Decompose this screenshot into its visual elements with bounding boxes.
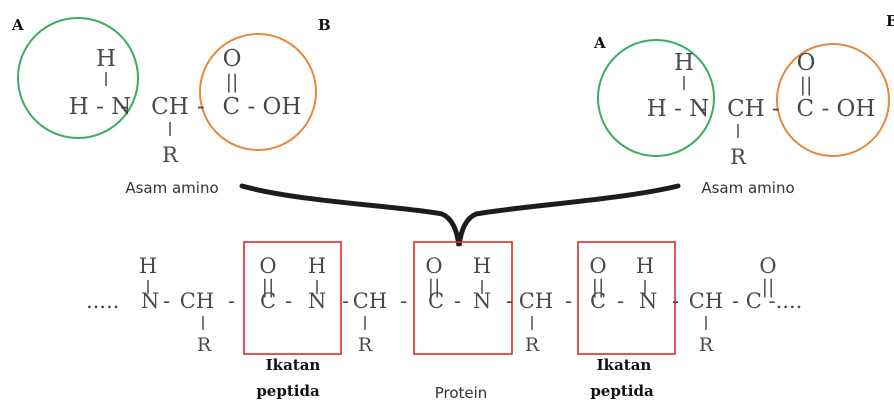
chain-h-4: H: [636, 254, 654, 278]
bond-co-4: ||: [762, 276, 775, 298]
chain-ch-3: CH: [519, 289, 553, 313]
chain-dash: -: [285, 289, 292, 313]
alpha-ch: CH: [727, 96, 765, 122]
dash-ch-c: -: [197, 94, 205, 120]
chain-dash: -: [454, 289, 461, 313]
dash-n-ch: -: [120, 94, 128, 120]
chain-h-2: H: [308, 254, 326, 278]
dash-ch-c: -: [772, 96, 780, 122]
chain-dash: -: [672, 289, 679, 313]
chain-c-3: C: [590, 289, 606, 313]
dash-n-ch: -: [699, 96, 707, 122]
carboxyl-text: C - OH: [223, 94, 302, 120]
chain-o-1: O: [259, 254, 276, 278]
chain-c-1: C: [260, 289, 276, 313]
peptide-bond-box-1: [243, 241, 342, 355]
caption-asam-amino-right: Asam amino: [701, 179, 794, 197]
carbonyl-o: O: [797, 50, 816, 76]
label-a: A: [11, 16, 24, 34]
chain-r-1: R: [197, 334, 212, 356]
bond-co-2: ||: [428, 276, 441, 298]
chain-r-4: R: [699, 334, 714, 356]
bond-co-1: ||: [262, 276, 275, 298]
chain-n-4: N: [639, 289, 657, 313]
chain-dash: -: [163, 289, 170, 313]
caption-asam-amino-left: Asam amino: [125, 179, 218, 197]
caption-protein: Protein: [435, 384, 488, 402]
caption-peptida-2: peptida: [590, 382, 654, 400]
chain-o-3: O: [589, 254, 606, 278]
caption-ikatan-2: Ikatan: [597, 356, 652, 374]
chain-end-dots: - C -....: [732, 289, 802, 313]
chain-c-2: C: [428, 289, 444, 313]
caption-peptida-1: peptida: [256, 382, 320, 400]
chain-o-2: O: [425, 254, 442, 278]
side-chain-r: R: [162, 143, 179, 167]
chain-n-3: N: [473, 289, 491, 313]
bond-c-o-double: ||: [226, 71, 239, 93]
protein-chain: H ..... N - CH - R O || H C - N - CH - R…: [86, 254, 802, 356]
alpha-ch: CH: [151, 94, 189, 120]
carbonyl-o: O: [223, 46, 242, 72]
carboxyl-text: C - OH: [797, 96, 876, 122]
amino-h-top: H: [674, 50, 694, 76]
chain-dash: -: [228, 289, 235, 313]
label-a: A: [593, 34, 606, 52]
peptide-bond-box-3: [577, 241, 676, 355]
chain-dash: -: [565, 289, 572, 313]
amino-acid-right: A B H H - N - CH - O || C - OH R Asam am…: [593, 12, 894, 197]
chain-h-1: H: [139, 254, 157, 278]
chain-ch-1: CH: [180, 289, 214, 313]
chain-dash: -: [617, 289, 624, 313]
chain-r-2: R: [358, 334, 373, 356]
label-b: B: [886, 12, 894, 30]
chain-n-1: N: [141, 289, 159, 313]
peptide-bond-box-2: [413, 241, 513, 355]
side-chain-r: R: [730, 145, 747, 169]
chain-h-3: H: [473, 254, 491, 278]
caption-ikatan-1: Ikatan: [266, 356, 321, 374]
chain-ch-2: CH: [353, 289, 387, 313]
chain-dash: -: [506, 289, 513, 313]
amine-text: H - N: [69, 94, 132, 120]
chain-n-2: N: [308, 289, 326, 313]
chain-o-4: O: [759, 254, 776, 278]
chain-ch-4: CH: [689, 289, 723, 313]
label-b: B: [318, 16, 331, 34]
bond-c-o-double: ||: [800, 74, 813, 96]
amino-acid-left: A B H H - N - CH - O || C - OH R Asam am…: [11, 16, 331, 197]
chain-dash: -: [400, 289, 407, 313]
carboxyl-group-circle: [776, 43, 890, 157]
joining-brace: [239, 183, 681, 247]
amino-h-top: H: [96, 46, 116, 72]
chain-dash: -: [342, 289, 349, 313]
amino-group-circle: [17, 17, 139, 139]
bond-co-3: ||: [592, 276, 605, 298]
amino-group-circle: [597, 39, 715, 157]
carboxyl-group-circle: [199, 33, 317, 151]
chain-start-dots: .....: [86, 289, 119, 313]
chain-r-3: R: [525, 334, 540, 356]
amine-text: H - N: [647, 96, 710, 122]
